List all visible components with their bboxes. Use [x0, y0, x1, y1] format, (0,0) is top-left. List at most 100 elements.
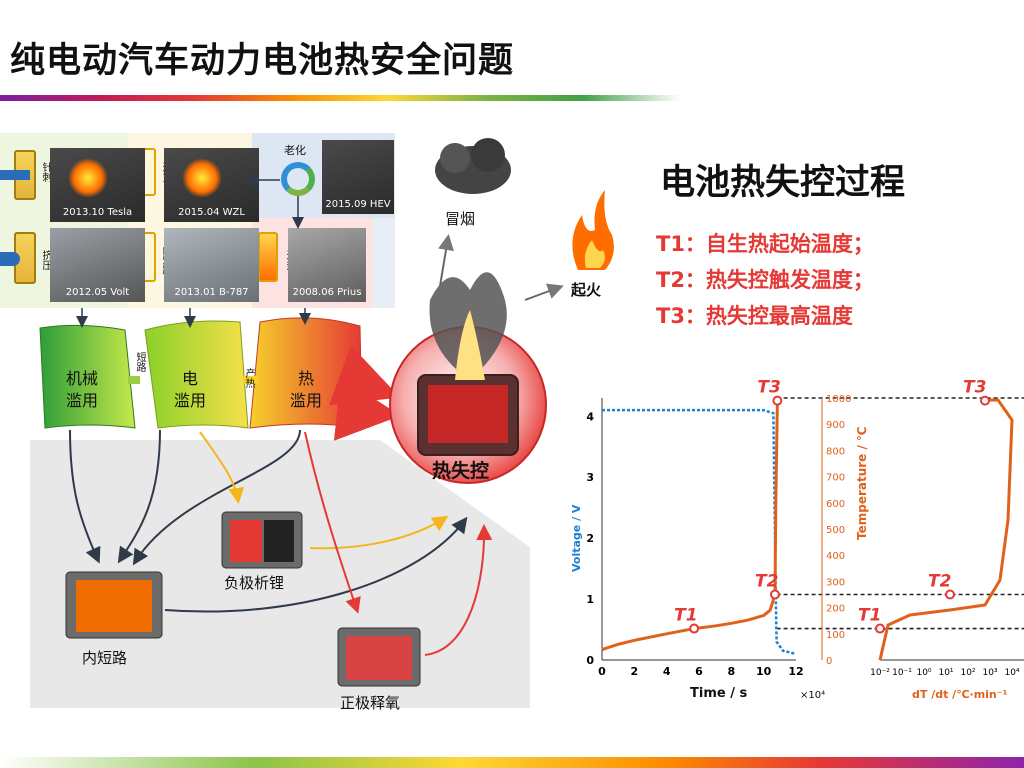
process-line-t2: T2：热失控触发温度； — [656, 268, 874, 292]
marker-t3 — [772, 395, 783, 406]
arrow-therm-to-runaway — [333, 377, 401, 441]
mechanical-abuse-sector — [39, 324, 136, 429]
incident-caption: 2008.06 Prius — [292, 287, 362, 298]
smoke-label: 冒烟 — [445, 210, 476, 228]
y2-tick-label: 600 — [826, 499, 845, 510]
internal-short-label: 内短路 — [82, 649, 128, 667]
series-line-temperature — [601, 397, 781, 651]
elec-arrow — [117, 429, 161, 564]
therm-arrow — [132, 429, 301, 566]
y-tick-label: 2 — [586, 532, 594, 545]
rate-tick-label: 10⁻² — [870, 668, 890, 678]
rate-axis-label: dT /dt /℃·min⁻¹ — [912, 688, 1008, 701]
flame-jet — [455, 310, 485, 380]
arrow-to-smoke — [438, 234, 454, 287]
arrow-to-fire — [524, 283, 564, 301]
thermal-abuse-label: 热 滥用 — [290, 369, 323, 410]
rate-marker — [980, 395, 990, 406]
plating-to-runaway-arrow — [309, 515, 449, 550]
bottom-decoration — [0, 757, 1024, 768]
short-circuit-label: 短路 — [134, 352, 145, 372]
marker-t2 — [769, 589, 780, 600]
plating-arrow — [199, 431, 245, 504]
y2-tick-label: 700 — [826, 473, 845, 484]
lithium-plating-label: 负极析锂 — [224, 574, 285, 592]
x-tick-label: 8 — [728, 665, 736, 678]
x-tick-label: 0 — [598, 665, 606, 678]
series-line-voltage — [602, 408, 797, 656]
electrical-abuse-sector — [144, 320, 249, 429]
y-tick-label: 1 — [586, 593, 594, 606]
marker-label-t2: T2 — [755, 572, 778, 592]
nail-icon — [0, 170, 30, 180]
marker-label-t3: T3 — [757, 378, 780, 398]
mech-arrow — [69, 429, 101, 564]
rate-tick-label: 10⁴ — [1004, 668, 1019, 678]
y2-tick-label: 200 — [826, 604, 845, 615]
rate-marker — [945, 589, 955, 600]
y2-tick-label: 0 — [826, 656, 832, 667]
incident-caption: 2013.01 B-787 — [174, 287, 249, 298]
x-tick-label: 4 — [663, 665, 671, 678]
y2-tick-label: 100 — [826, 630, 845, 641]
oxygen-arrow — [304, 431, 361, 614]
rate-marker-label: T2 — [928, 572, 951, 592]
title-underline — [0, 95, 680, 101]
rate-tick-label: 10³ — [982, 668, 997, 678]
incident-caption: 2013.10 Tesla — [62, 207, 133, 218]
crush-icon — [0, 252, 20, 266]
y-tick-label: 3 — [586, 471, 594, 484]
x-tick-label: 6 — [695, 665, 703, 678]
rate-tick-label: 10¹ — [938, 668, 953, 678]
fire-label: 起火 — [571, 281, 602, 299]
incident-caption: 2012.05 Volt — [65, 287, 130, 298]
electrical-abuse-label: 电 滥用 — [174, 369, 207, 410]
rate-tick-label: 10⁻¹ — [892, 668, 912, 678]
y-tick-label: 4 — [586, 410, 594, 423]
incident-caption: 2015.09 HEV — [325, 199, 391, 210]
incident-side-label: 老化 — [284, 144, 306, 157]
process-line-t3: T3：热失控最高温度 — [656, 304, 853, 328]
voltage-axis-label: Voltage / V — [570, 504, 583, 572]
thermal-runaway-label: 热失控 — [432, 460, 490, 482]
incident-caption: 2015.04 WZL — [178, 207, 245, 218]
oxygen-release-label: 正极释氧 — [340, 694, 401, 712]
fire-icon — [572, 190, 614, 270]
burning-cell-core — [428, 385, 508, 443]
incident-side-label: 针刺 — [40, 162, 51, 182]
arrow-therm-to-runaway — [328, 345, 401, 406]
rate-marker — [875, 623, 885, 634]
y2-tick-label: 500 — [826, 525, 845, 536]
rate-tick-label: 10⁰ — [916, 668, 931, 678]
y-tick-label: 0 — [586, 654, 594, 667]
incident-photo: 2013.01 B-787 — [164, 228, 259, 302]
slide-title: 纯电动汽车动力电池热安全问题 — [10, 41, 515, 81]
short-to-runaway-arrow — [164, 516, 468, 613]
incident-photo: 2013.10 Tesla — [50, 148, 145, 222]
aging-cycle-icon — [281, 162, 315, 196]
x-tick-label: 2 — [631, 665, 639, 678]
y2-tick-label: 300 — [826, 577, 845, 588]
battery-icon — [258, 232, 278, 282]
rate-tick-label: 10² — [960, 668, 975, 678]
x-tick-label: 10 — [756, 665, 772, 678]
incident-photo: 2008.06 Prius — [288, 228, 366, 302]
temperature-axis-label: Temperature / ℃ — [855, 426, 869, 540]
incident-photo: 2012.05 Volt — [50, 228, 145, 302]
oxygen-to-runaway-arrow — [424, 524, 493, 656]
rate-marker-label: T3 — [963, 378, 986, 398]
x-tick-label: 12 — [788, 665, 803, 678]
y2-tick-label: 1000 — [826, 394, 851, 405]
time-axis-label: Time / s — [690, 686, 748, 701]
process-heading: 电池热失控过程 — [660, 163, 906, 203]
rate-marker-label: T1 — [858, 606, 881, 626]
rate-curve — [878, 398, 1014, 661]
y2-tick-label: 800 — [826, 446, 845, 457]
time-axis-exponent: ×10⁴ — [800, 690, 826, 701]
marker-t1 — [689, 623, 700, 634]
incident-photo: 2015.09 HEV — [322, 140, 394, 214]
mechanical-abuse-label: 机械 滥用 — [66, 369, 99, 410]
y2-tick-label: 900 — [826, 420, 845, 431]
